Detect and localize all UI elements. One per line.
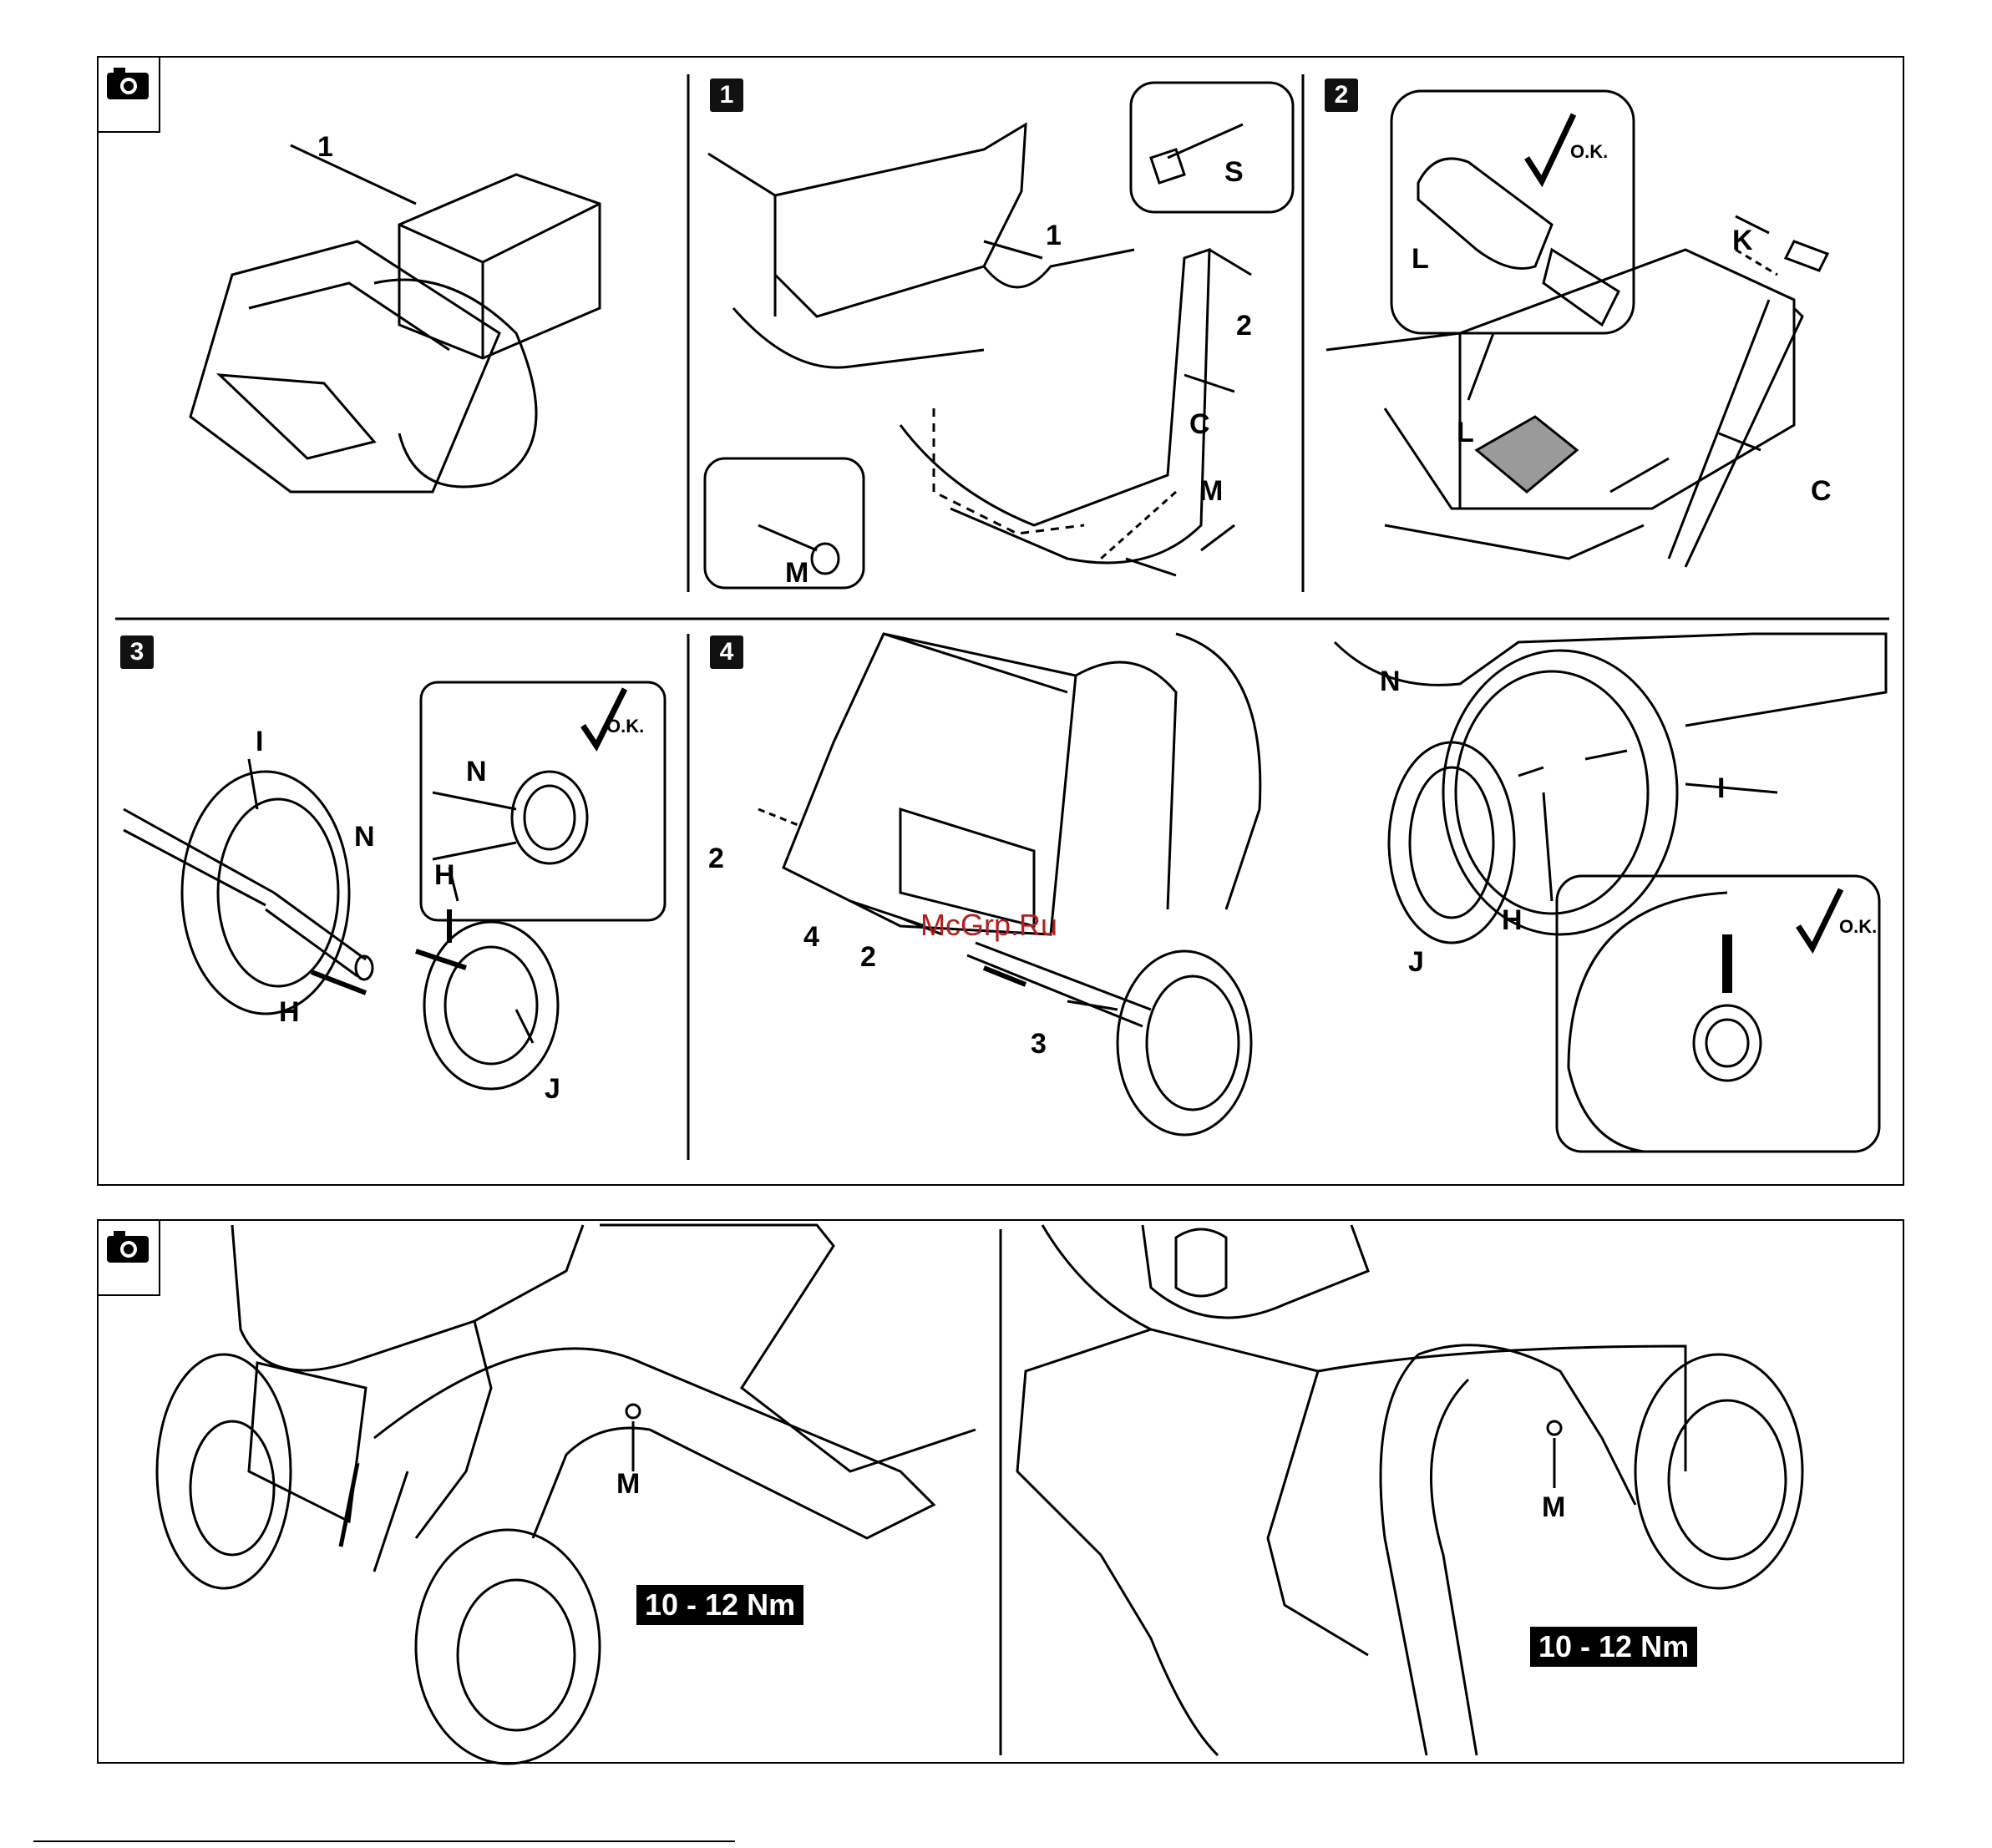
step-badge-1: 1 — [710, 78, 743, 112]
label-step3-n-detail: N — [466, 756, 487, 788]
step-badge-4: 4 — [710, 635, 743, 669]
ok-mark-step4: O.K. — [1839, 916, 1877, 938]
label-step3-i: I — [256, 726, 263, 758]
torque-badge-left: 10 - 12 Nm — [636, 1585, 803, 1625]
left-handle-view-drawing — [157, 1225, 976, 1764]
label-step4b-i: I — [1717, 772, 1725, 805]
label-step1-m: M — [1199, 475, 1223, 508]
label-step4-4: 4 — [803, 921, 819, 954]
ok-mark-step2: O.K. — [1570, 141, 1608, 163]
step-badge-3: 3 — [120, 635, 154, 669]
label-step4-2-bottom: 2 — [860, 941, 876, 974]
label-step1-2: 2 — [1236, 310, 1252, 342]
torque-badge-right: 10 - 12 Nm — [1530, 1627, 1697, 1667]
label-step3-h-detail: H — [434, 859, 455, 892]
assembly-panel-top: 1 1 1 S 2 C M M 2 O.K. L K L C 3 O.K. I … — [97, 56, 1904, 1186]
label-step2-c: C — [1811, 475, 1832, 508]
label-bottom-right-m: M — [1542, 1491, 1565, 1524]
shredder-overview-drawing — [190, 145, 600, 492]
step4-detail-drawing — [1335, 634, 1886, 1152]
step-badge-2: 2 — [1325, 78, 1358, 112]
step4-drawing — [758, 634, 1260, 1135]
assembly-illustrations — [99, 58, 1906, 1187]
label-step1-s: S — [1224, 156, 1244, 189]
label-step2-l: L — [1457, 417, 1474, 449]
label-step1-1: 1 — [1046, 220, 1062, 252]
label-step4-2-left: 2 — [708, 843, 724, 875]
label-step4b-j: J — [1408, 946, 1424, 979]
label-step3-n: N — [354, 821, 375, 853]
label-step3-j: J — [545, 1073, 560, 1106]
label-step2-k: K — [1732, 225, 1753, 257]
label-part-1: 1 — [317, 131, 333, 164]
label-step4b-n: N — [1380, 666, 1401, 698]
label-step3-h: H — [279, 996, 300, 1029]
step3-drawing — [124, 682, 665, 1089]
label-step4b-h: H — [1502, 904, 1523, 937]
assembly-panel-bottom: M 10 - 12 Nm M 10 - 12 Nm — [97, 1219, 1904, 1764]
label-step2-l-detail: L — [1412, 243, 1429, 276]
label-bottom-left-m: M — [616, 1468, 640, 1501]
label-step4-3: 3 — [1031, 1028, 1047, 1061]
torque-illustrations — [99, 1221, 1906, 1765]
step1-drawing — [705, 83, 1293, 588]
label-step1-m-detail: M — [785, 557, 808, 590]
watermark: McGrp.Ru — [920, 908, 1057, 943]
ok-mark-step3: O.K. — [606, 716, 644, 737]
footer-rule — [33, 1840, 735, 1842]
right-handle-view-drawing — [1017, 1225, 1802, 1755]
label-step1-c: C — [1189, 408, 1210, 441]
